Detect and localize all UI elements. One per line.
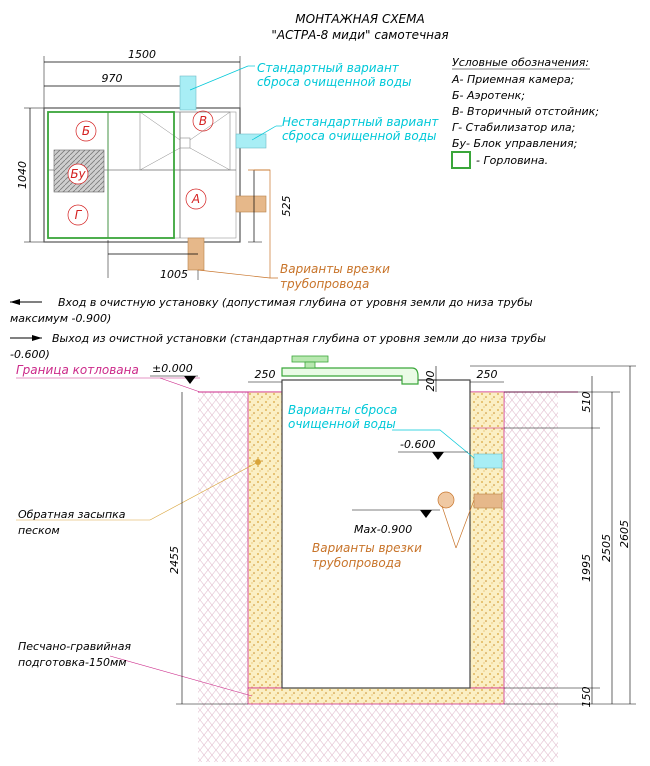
legend: Условные обозначения: А- Приемная камера… xyxy=(451,56,599,169)
zero-mark-label: ±0.000 xyxy=(152,362,193,375)
section-pipe-variants-note: трубопровода xyxy=(312,556,401,570)
title-line-1: МОНТАЖНАЯ СХЕМА xyxy=(295,12,424,26)
outlet-note: -0.600) xyxy=(10,348,50,361)
base-note: Песчано-гравийная xyxy=(18,640,131,653)
dim-250-left: 250 xyxy=(255,368,276,381)
base-note: подготовка-150мм xyxy=(18,656,127,669)
dim-250-right: 250 xyxy=(477,368,498,381)
legend-item: В- Вторичный отстойник; xyxy=(452,105,599,118)
section-inlet-pipe xyxy=(473,493,503,509)
tank-section-body xyxy=(281,379,471,689)
zone-a-label: А xyxy=(191,192,200,206)
inlet-pipe-right xyxy=(235,195,267,213)
dim-1005: 1005 xyxy=(160,268,188,281)
outlet-note: Выход из очистной установки (стандартная… xyxy=(52,332,546,345)
title-line-2: "АСТРА-8 миди" самотечная xyxy=(271,28,448,42)
std-outlet-note: Стандартный вариант xyxy=(257,61,400,75)
legend-neck-label: - Горловина. xyxy=(476,154,548,167)
plan-view: 1500 970 1040 Б Бу Г xyxy=(16,48,439,291)
backfill-left xyxy=(247,391,283,689)
dim-525: 525 xyxy=(280,196,293,217)
dim-2605: 2605 xyxy=(618,520,631,548)
section-inlet-pipe-round xyxy=(437,491,455,509)
legend-item: Бу- Блок управления; xyxy=(452,137,577,150)
dim-2455: 2455 xyxy=(168,546,181,574)
neck-outline xyxy=(47,111,175,239)
mark-minus-600: -0.600 xyxy=(400,438,435,451)
nonstd-outlet-note: сброса очищенной воды xyxy=(282,129,436,143)
section-view: Варианты сброса очищенной воды -0.600 Ma… xyxy=(16,355,636,762)
inlet-note: Вход в очистную установку (допустимая гл… xyxy=(58,296,533,309)
backfill-right xyxy=(469,391,505,689)
discharge-variants-note: Варианты сброса xyxy=(288,403,397,417)
mark-max-900: Max-0.900 xyxy=(354,523,412,536)
dim-1500: 1500 xyxy=(128,48,156,61)
outlet-arrow-icon xyxy=(32,335,42,341)
section-outlet-pipe xyxy=(473,453,503,469)
pipe-variants-note: трубопровода xyxy=(280,277,369,291)
zone-b-label: Б xyxy=(82,124,90,138)
arrow-notes: Вход в очистную установку (допустимая гл… xyxy=(10,296,546,361)
dim-970: 970 xyxy=(102,72,123,85)
neck-symbol xyxy=(451,151,471,169)
legend-heading: Условные обозначения: xyxy=(452,56,589,69)
dim-200: 200 xyxy=(424,371,437,392)
legend-item: Г- Стабилизатор ила; xyxy=(452,121,575,134)
pit-border-label: Граница котлована xyxy=(16,363,139,377)
inlet-note: максимум -0.900) xyxy=(10,312,111,325)
section-pipe-variants-note: Варианты врезки xyxy=(312,541,422,555)
dim-510: 510 xyxy=(580,392,593,413)
std-outlet-note: сброса очищенной воды xyxy=(257,75,411,89)
discharge-variants-note: очищенной воды xyxy=(288,417,396,431)
dim-1995: 1995 xyxy=(580,554,593,582)
dim-2505: 2505 xyxy=(600,534,613,562)
base-layer xyxy=(247,687,505,705)
legend-item: Б- Аэротенк; xyxy=(452,89,525,102)
zone-bu-label: Бу xyxy=(70,167,86,181)
zone-g-label: Г xyxy=(75,208,83,222)
tank-lid xyxy=(281,367,419,385)
pipe-variants-note: Варианты врезки xyxy=(280,262,390,276)
nonstd-outlet-note: Нестандартный вариант xyxy=(282,115,439,129)
zone-v-label: В xyxy=(199,114,207,128)
backfill-note: Обратная засыпка xyxy=(18,508,126,521)
nonstd-outlet-pipe xyxy=(235,133,267,149)
std-outlet-pipe xyxy=(179,75,197,111)
dim-1040: 1040 xyxy=(16,161,29,189)
backfill-note: песком xyxy=(18,524,60,537)
inlet-arrow-icon xyxy=(10,299,20,305)
legend-item: А- Приемная камера; xyxy=(451,73,574,86)
dim-150: 150 xyxy=(580,687,593,708)
